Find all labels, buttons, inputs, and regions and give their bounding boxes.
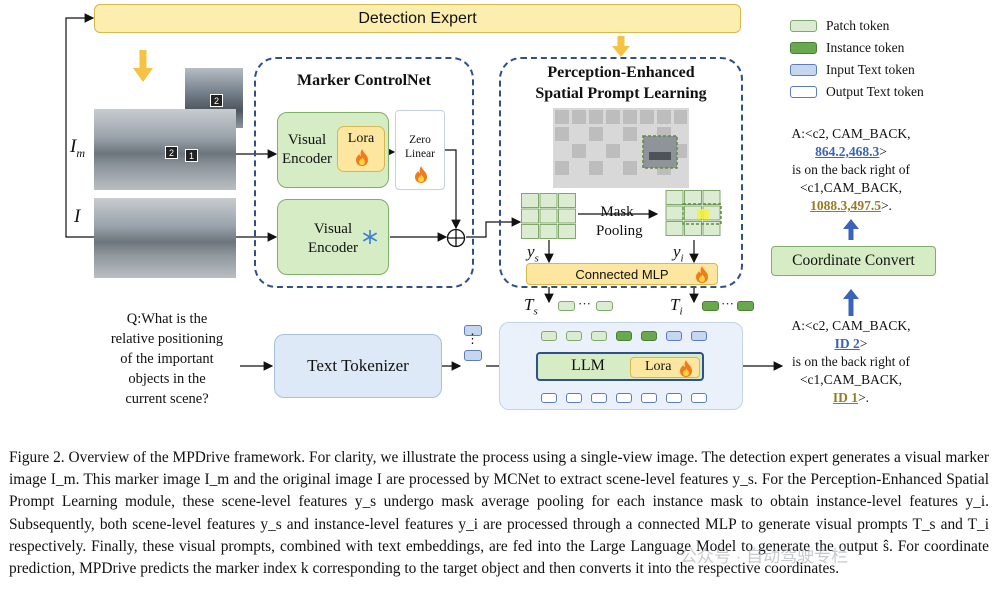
visual-encoder-top-line1: Visual — [287, 132, 327, 148]
patch-token-swatch — [790, 20, 817, 32]
answer-coordinates: A:<c2, CAM_BACK, 864.2,468.3> is on the … — [791, 126, 911, 213]
llm-label: LLM — [571, 357, 605, 374]
instance-token — [641, 331, 657, 341]
patch-token — [541, 331, 557, 341]
output-text-token — [591, 393, 607, 403]
ts-ellipsis: ··· — [578, 296, 591, 311]
coord-1: 864.2,468.3 — [815, 144, 880, 159]
ts-label: Ts — [524, 295, 538, 318]
llm-box: LLM Lora — [536, 352, 704, 381]
instance-token — [702, 301, 719, 311]
marker-2-small: 2 — [210, 94, 223, 107]
lora-label-encoder: Lora — [347, 131, 375, 146]
visual-encoder-bottom-line1: Visual — [313, 221, 353, 237]
question-text: Q:What is the relative positioning of th… — [110, 311, 224, 407]
snowflake-icon — [363, 230, 377, 244]
patch-token — [591, 331, 607, 341]
coordinate-convert-box: Coordinate Convert — [771, 246, 936, 276]
ti-label: Ti — [670, 295, 683, 318]
fire-icon — [414, 166, 428, 183]
watermark: 公众号 · 自动驾驶专栏 — [680, 547, 849, 566]
zero-linear-box: Zero Linear — [395, 110, 445, 190]
marker-controlnet-box — [254, 57, 474, 288]
answer-marker-ids: A:<c2, CAM_BACK, ID 2> is on the back ri… — [791, 318, 911, 405]
output-text-token-swatch — [790, 86, 817, 98]
marker-controlnet-title: Marker ControlNet — [296, 72, 432, 89]
input-text-token — [464, 350, 482, 361]
patch-token — [596, 301, 613, 311]
zero-linear-line1: Zero — [409, 134, 431, 146]
legend-patch-token: Patch token — [826, 18, 890, 33]
input-text-token — [691, 331, 707, 341]
output-text-token — [541, 393, 557, 403]
yi-label: yi — [673, 242, 684, 265]
patch-token — [566, 331, 582, 341]
input-text-token — [666, 331, 682, 341]
marker-2-label: 2 — [165, 146, 178, 159]
instance-token-grid — [660, 190, 722, 242]
lora-box-encoder: Lora — [337, 126, 385, 172]
output-text-token — [616, 393, 632, 403]
instance-token — [737, 301, 754, 311]
i-label: I — [74, 206, 81, 227]
visual-encoder-bottom: Visual Encoder — [277, 199, 389, 275]
figure-caption: Figure 2. Overview of the MPDrive framew… — [9, 449, 989, 578]
instance-token-swatch — [790, 42, 817, 54]
sum-operator-icon — [446, 228, 466, 248]
detection-expert-bar: Detection Expert — [94, 4, 741, 33]
legend-input-text-token: Input Text token — [826, 62, 915, 77]
output-text-token — [641, 393, 657, 403]
output-text-token — [566, 393, 582, 403]
zero-linear-line2: Linear — [404, 148, 435, 160]
output-text-token — [691, 393, 707, 403]
visual-encoder-top: Visual Encoder Lora — [277, 112, 389, 188]
patch-token-grid — [521, 193, 577, 240]
id-1: ID 2 — [834, 336, 860, 351]
instance-mask-grid — [553, 108, 689, 188]
coord-2: 1088.3,497.5 — [810, 198, 881, 213]
input-token-ellipsis: ⋮ — [466, 331, 479, 346]
visual-encoder-bottom-line2: Encoder — [308, 240, 358, 256]
ys-label: ys — [527, 242, 539, 265]
perception-enhanced-box — [499, 57, 743, 288]
mask-pooling-line2: Pooling — [596, 223, 643, 239]
id-2: ID 1 — [832, 390, 859, 405]
instance-token — [616, 331, 632, 341]
lora-box-llm: Lora — [630, 357, 700, 378]
ti-ellipsis: ··· — [721, 296, 734, 311]
text-tokenizer-box: Text Tokenizer — [274, 334, 442, 398]
fire-icon — [355, 149, 369, 166]
output-text-token — [666, 393, 682, 403]
lora-label-llm: Lora — [645, 359, 672, 374]
connected-mlp-box: Connected MLP — [526, 263, 718, 285]
coordinate-convert-label: Coordinate Convert — [792, 252, 915, 269]
perception-title-line2: Spatial Prompt Learning — [535, 85, 707, 102]
connected-mlp-label: Connected MLP — [575, 266, 669, 282]
detection-expert-label: Detection Expert — [358, 9, 477, 27]
im-label: Im — [70, 136, 85, 160]
fire-icon — [679, 360, 693, 377]
legend-output-text-token: Output Text token — [826, 84, 924, 99]
mask-pooling-line1: Mask — [600, 204, 634, 220]
text-tokenizer-label: Text Tokenizer — [307, 356, 409, 375]
patch-token — [558, 301, 575, 311]
legend-instance-token: Instance token — [826, 40, 905, 55]
visual-encoder-top-line2: Encoder — [282, 151, 332, 167]
perception-title-line1: Perception-Enhanced — [547, 64, 695, 81]
input-text-token — [464, 325, 482, 336]
marker-1-label: 1 — [185, 149, 198, 162]
input-text-token-swatch — [790, 64, 817, 76]
original-image-i — [94, 198, 236, 278]
marker-image-im: 2 1 — [94, 109, 236, 190]
fire-icon — [695, 266, 709, 283]
